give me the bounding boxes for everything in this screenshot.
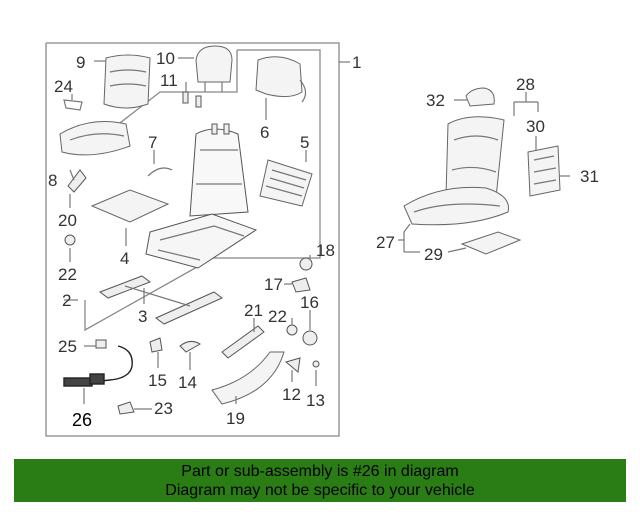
small-clip-22 <box>64 234 76 246</box>
lever-21 <box>221 325 265 359</box>
callout-22a: 22 <box>58 265 77 284</box>
seat-cushion-frame <box>145 213 258 269</box>
wire-harness-26 <box>63 345 133 387</box>
callout-31: 31 <box>580 167 599 186</box>
callout-29: 29 <box>424 245 443 264</box>
callout-32: 32 <box>426 91 445 110</box>
callout-3: 3 <box>138 307 147 326</box>
seat-pan-board <box>90 189 170 223</box>
callout-labels: 1 2 3 4 5 6 7 8 9 10 11 12 13 14 15 16 1… <box>48 49 599 430</box>
callout-14: 14 <box>178 373 197 392</box>
callout-9: 9 <box>76 53 85 72</box>
callout-23: 23 <box>154 399 173 418</box>
seat-back-frame <box>189 123 249 217</box>
assembly-frame <box>45 42 350 437</box>
cover-12 <box>284 357 301 373</box>
callout-17: 17 <box>264 275 283 294</box>
leader-lines <box>64 57 570 410</box>
bracket-23 <box>117 401 135 415</box>
info-banner: Part or sub-assembly is #26 in diagram D… <box>14 459 626 502</box>
callout-21: 21 <box>244 301 263 320</box>
callout-18: 18 <box>316 241 335 260</box>
knob-16 <box>302 330 318 346</box>
complete-seat-assembly <box>403 87 561 255</box>
callout-8: 8 <box>48 171 57 190</box>
seat-parts-diagram: 1 2 3 4 5 6 7 8 9 10 11 12 13 14 15 16 1… <box>45 42 599 437</box>
callout-12: 12 <box>282 385 301 404</box>
callout-24: 24 <box>54 77 73 96</box>
clip-15 <box>149 337 163 353</box>
callout-13: 13 <box>306 391 325 410</box>
seat-back-pad <box>255 56 307 103</box>
callout-19: 19 <box>226 409 245 428</box>
connector-25 <box>95 339 107 349</box>
callout-1: 1 <box>352 53 361 72</box>
callout-30: 30 <box>526 117 545 136</box>
callout-6: 6 <box>260 123 269 142</box>
bracket-20 <box>67 169 87 193</box>
callout-25: 25 <box>58 337 77 356</box>
lumbar-panel <box>259 159 313 207</box>
headrest-guides <box>182 91 202 108</box>
callout-20: 20 <box>58 211 77 230</box>
callout-5: 5 <box>300 133 309 152</box>
bolt-17 <box>291 277 311 293</box>
banner-line-2: Diagram may not be specific to your vehi… <box>165 482 475 499</box>
wire-7 <box>147 167 173 177</box>
callout-7: 7 <box>148 133 157 152</box>
seat-track-rails <box>98 275 223 325</box>
callout-4: 4 <box>120 249 129 268</box>
nut-18 <box>299 257 313 271</box>
seat-back-cover <box>103 54 151 109</box>
callout-27: 27 <box>376 233 395 252</box>
headrest-part <box>195 45 233 92</box>
callout-15: 15 <box>148 371 167 390</box>
callout-28: 28 <box>516 75 535 94</box>
knob-14 <box>179 340 201 353</box>
callout-2: 2 <box>62 291 71 310</box>
seat-cushion-pad <box>59 121 131 156</box>
screw-13 <box>312 360 320 368</box>
callout-26: 26 <box>72 410 92 430</box>
callout-11: 11 <box>160 71 178 90</box>
banner-line-1: Part or sub-assembly is #26 in diagram <box>181 463 459 480</box>
trim-clip <box>63 99 83 111</box>
callout-22b: 22 <box>268 307 287 326</box>
callout-16: 16 <box>300 293 319 312</box>
side-shield-19 <box>211 351 285 405</box>
callout-10: 10 <box>156 49 175 68</box>
clip-22b <box>286 324 298 336</box>
